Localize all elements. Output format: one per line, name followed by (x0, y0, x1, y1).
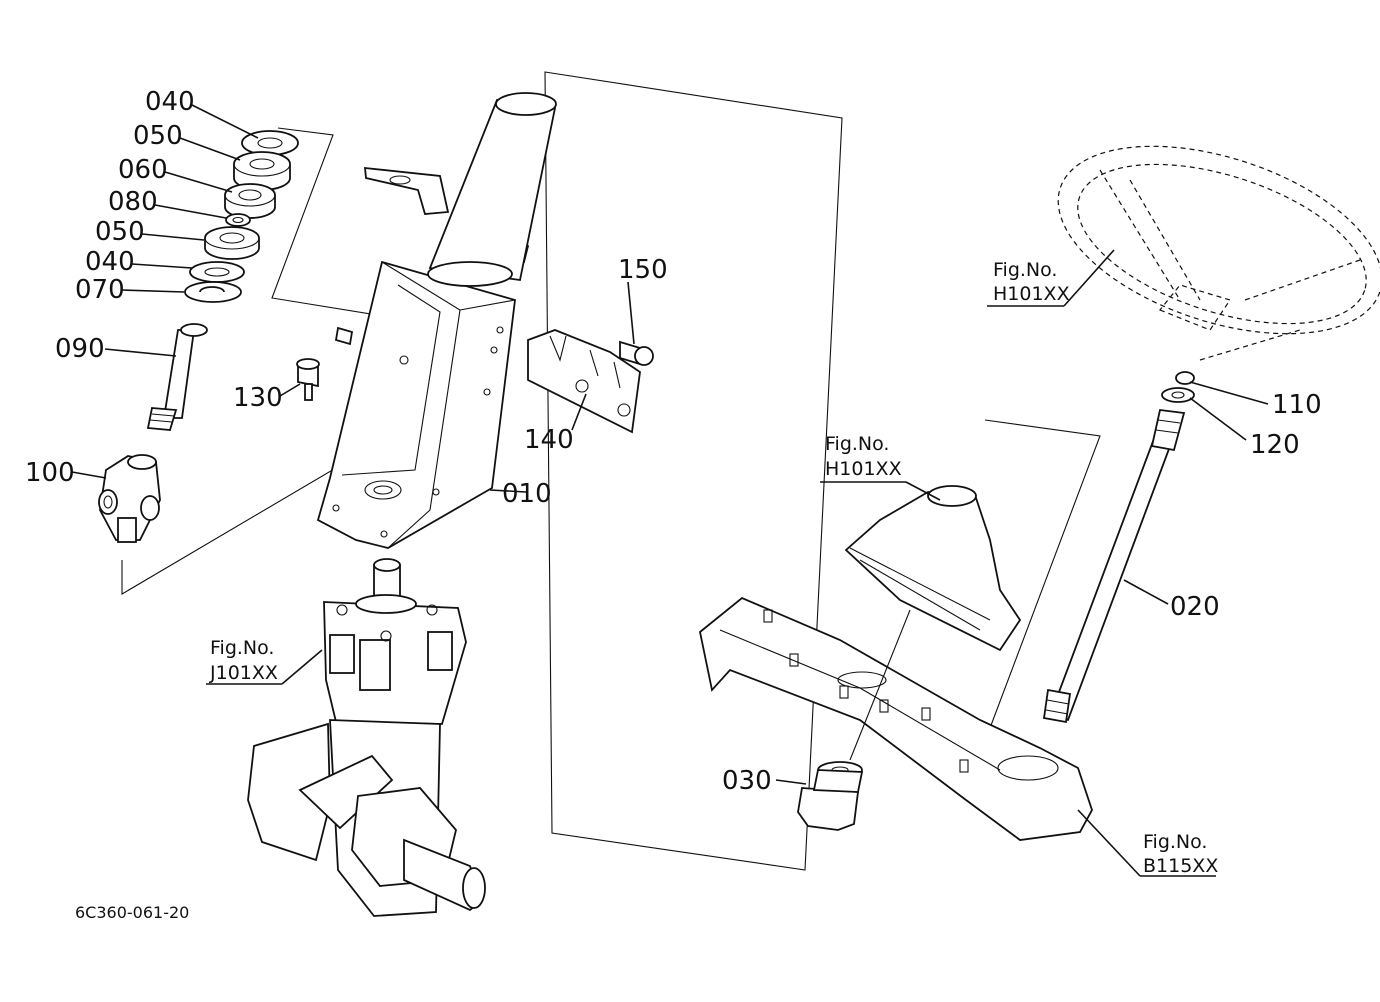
plate-140 (527, 329, 641, 434)
steering-gearbox (247, 558, 486, 917)
ref-h101b-code: H101XX (825, 458, 902, 480)
ref-b115-code: B115XX (1143, 855, 1218, 877)
label-140: 140 (524, 425, 574, 455)
washer-040-bottom (189, 261, 245, 283)
label-060: 060 (118, 155, 168, 185)
center-group-outline (544, 71, 843, 871)
leader-lines (71, 103, 1269, 877)
shaft-090 (146, 323, 208, 431)
drawing-code: 6C360-061-20 (75, 903, 189, 922)
bolt-130 (296, 326, 354, 401)
label-050-top: 050 (133, 121, 183, 151)
label-010: 010 (502, 479, 552, 509)
nut-110 (1175, 371, 1195, 385)
clip-070 (184, 281, 242, 303)
label-040-bottom: 040 (85, 247, 135, 277)
label-070: 070 (75, 275, 125, 305)
center-line-030 (849, 609, 911, 761)
bolt-150 (619, 340, 654, 366)
steering-wheel-ref (1057, 145, 1380, 361)
label-130: 130 (233, 383, 283, 413)
label-100: 100 (25, 458, 75, 488)
ref-b115-title: Fig.No. (1143, 831, 1207, 853)
label-090: 090 (55, 334, 105, 364)
left-group-outline (271, 127, 446, 327)
column-tube (427, 92, 557, 287)
snap-ring-080 (225, 213, 251, 227)
label-110: 110 (1272, 390, 1322, 420)
bearing-stack (184, 130, 299, 303)
ref-h101a-title: Fig.No. (993, 259, 1057, 281)
universal-joint-100 (98, 454, 161, 543)
label-150: 150 (618, 255, 668, 285)
ref-h101b-title: Fig.No. (825, 433, 889, 455)
ref-h101a-code: H101XX (993, 283, 1070, 305)
column-shroud-ref (844, 485, 1022, 652)
ref-j101-code: J101XX (209, 662, 278, 684)
label-040-top: 040 (145, 87, 195, 117)
washer-120 (1161, 387, 1195, 403)
ref-j101-title: Fig.No. (210, 637, 274, 659)
label-050-bottom: 050 (95, 217, 145, 247)
label-120: 120 (1250, 430, 1300, 460)
right-group-outline (984, 419, 1101, 729)
steering-shaft-020 (1042, 409, 1186, 724)
grommet-030 (797, 761, 864, 831)
label-030: 030 (722, 766, 772, 796)
dash-panel-ref (699, 596, 1093, 841)
label-080: 080 (108, 187, 158, 217)
bearing-060 (224, 183, 276, 219)
label-020: 020 (1170, 592, 1220, 622)
